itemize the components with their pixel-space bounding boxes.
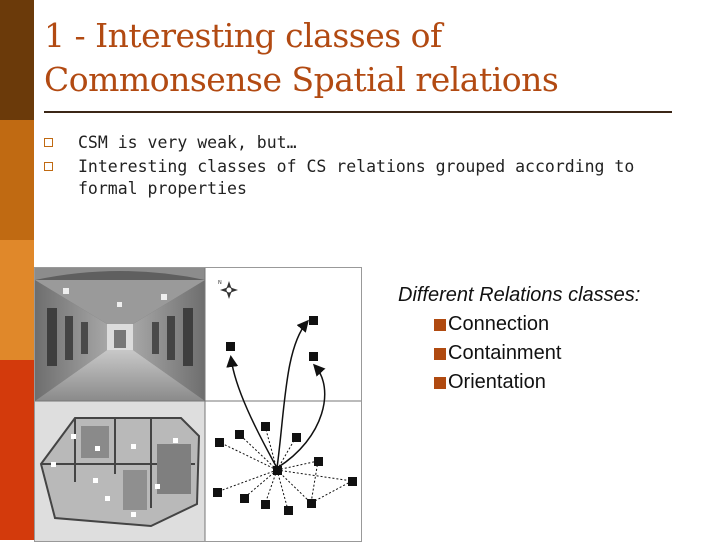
connection-node xyxy=(261,500,270,509)
orientation-node xyxy=(309,352,318,361)
relation-class-item: Connection xyxy=(434,310,698,339)
connection-node xyxy=(240,494,249,503)
connection-node xyxy=(292,433,301,442)
connection-node xyxy=(284,506,293,515)
floor-plan-image xyxy=(35,401,205,541)
bullet-square-icon xyxy=(434,318,446,331)
compass-icon: N xyxy=(218,280,238,299)
compass-north-label: N xyxy=(218,280,222,286)
relation-classes-heading: Different Relations classes: xyxy=(398,284,641,306)
spatial-relations-figure: N xyxy=(34,267,362,542)
title-divider xyxy=(44,111,672,113)
bullet-square-icon xyxy=(434,347,446,360)
bullet-list: CSM is very weak, but… Interesting class… xyxy=(44,132,684,202)
relation-class-label: Connection xyxy=(448,313,550,335)
connection-node xyxy=(314,457,323,466)
orientation-node xyxy=(226,342,235,351)
relation-class-label: Orientation xyxy=(448,371,546,393)
bullet-text: CSM is very weak, but… xyxy=(78,133,297,152)
relation-class-item: Orientation xyxy=(434,368,698,397)
connection-node xyxy=(235,430,244,439)
relation-class-label: Containment xyxy=(448,342,562,364)
decor-stripe-orange xyxy=(0,120,34,240)
connection-node xyxy=(213,488,222,497)
connection-node xyxy=(215,438,224,447)
decor-stripe-brown xyxy=(0,0,34,120)
bullet-text: Interesting classes of CS relations grou… xyxy=(78,157,635,198)
bullet-item: CSM is very weak, but… xyxy=(44,132,684,154)
bullet-item: Interesting classes of CS relations grou… xyxy=(44,156,684,200)
relation-class-item: Containment xyxy=(434,339,698,368)
orientation-node xyxy=(309,316,318,325)
decor-stripe-red xyxy=(0,360,34,540)
connection-node xyxy=(307,499,316,508)
bullet-square-icon xyxy=(44,162,53,171)
relation-classes-panel: Different Relations classes: Connection … xyxy=(398,282,698,397)
decor-stripe-light-orange xyxy=(0,240,34,360)
bullet-square-icon xyxy=(44,138,53,147)
bullet-square-icon xyxy=(434,376,446,389)
relation-classes-list: Connection Containment Orientation xyxy=(434,310,698,397)
slide-title: 1 - Interesting classes of Commonsense S… xyxy=(44,16,559,99)
connection-node xyxy=(348,477,357,486)
corridor-image xyxy=(35,268,205,401)
